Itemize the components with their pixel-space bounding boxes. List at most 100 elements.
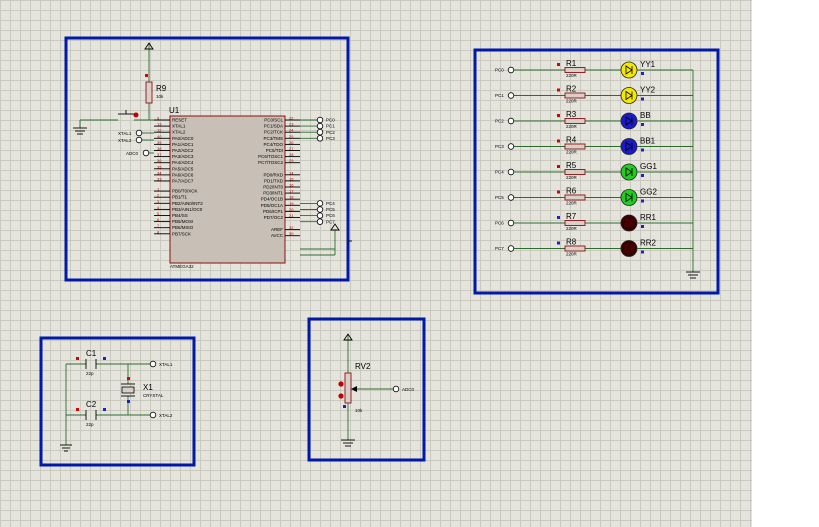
mcu-pin-number: 8 xyxy=(157,229,160,234)
terminal-pc2[interactable]: PC2 xyxy=(300,128,335,136)
led-row-led[interactable] xyxy=(620,61,638,79)
led-row-resistor[interactable] xyxy=(564,220,586,226)
led-row-resistor[interactable] xyxy=(564,245,586,252)
led-row-resistor-ref: R6 xyxy=(566,187,577,196)
crystal-x1[interactable] xyxy=(121,377,135,403)
terminal-pc7[interactable]: PC7 xyxy=(300,218,335,225)
led-row-resistor-ref: R7 xyxy=(566,212,577,221)
mcu-pin-number: 19 xyxy=(289,201,294,206)
led-row-resistor[interactable] xyxy=(564,92,586,99)
mcu-chip[interactable] xyxy=(169,115,286,264)
led-row-terminal[interactable] xyxy=(507,194,515,201)
led-row-led[interactable] xyxy=(620,112,638,130)
capacitor-c1[interactable] xyxy=(76,357,106,369)
terminal-pc5[interactable]: PC5 xyxy=(300,206,335,213)
terminal-xtal2[interactable]: XTAL2 xyxy=(118,136,154,144)
terminal-label: PC3 xyxy=(326,136,335,141)
potentiometer-rv2[interactable] xyxy=(338,372,393,408)
led-row-resistor-value: 220R xyxy=(566,226,578,231)
mcu-pin-number: 20 xyxy=(289,207,294,212)
mcu-pin-number: 22 xyxy=(289,116,294,121)
led-row-led[interactable] xyxy=(620,214,638,232)
mcu-pin-name: PA6/ADC6 xyxy=(172,172,194,177)
led-row-terminal[interactable] xyxy=(507,92,515,99)
led-row-led[interactable] xyxy=(620,138,638,155)
mcu-pin-name: PC6/TOSC1 xyxy=(258,154,283,159)
mcu-pin-number: 38 xyxy=(157,146,162,151)
led-row-resistor[interactable] xyxy=(564,118,586,124)
terminal-pc1[interactable]: PC1 xyxy=(300,122,335,130)
capacitor-c2[interactable] xyxy=(76,408,106,420)
mcu-pin-name: PD3/INT1 xyxy=(263,191,283,196)
led-row-resistor-value: 220R xyxy=(566,99,578,104)
mcu-pin-number: 2 xyxy=(157,193,160,198)
mcu-pin-name: PA7/ADC7 xyxy=(172,179,194,184)
mcu-pin-name: PB2/AIN0/INT2 xyxy=(172,201,203,206)
led-row-terminal[interactable] xyxy=(507,168,515,176)
mcu-pin-name: PD6/ICP1 xyxy=(263,209,284,214)
mcu-pin-name: PA4/ADC4 xyxy=(172,160,194,165)
led-row-resistor[interactable] xyxy=(564,67,586,73)
mcu-pin-name: PA2/ADC2 xyxy=(172,148,194,153)
led-row-led[interactable] xyxy=(620,189,638,206)
crystal-wiring xyxy=(60,363,150,452)
terminal-crystal-xtal1[interactable]: XTAL1 xyxy=(149,360,173,368)
mcu-pin-number: 4 xyxy=(157,205,160,210)
led-row-port-label: PC0 xyxy=(495,68,504,73)
led-pin-marker xyxy=(641,72,644,75)
led-row-terminal[interactable] xyxy=(507,117,515,125)
resistor-pin-marker xyxy=(557,114,560,117)
resistor-pin-marker xyxy=(557,165,560,168)
mcu-pin-number: 33 xyxy=(157,177,162,182)
mcu-pin-number: 32 xyxy=(289,225,294,230)
terminal-label: PC5 xyxy=(326,207,335,212)
led-row-terminal[interactable] xyxy=(507,143,515,150)
led-row-resistor-ref: R1 xyxy=(566,59,577,68)
mcu-pin-name: PB3/AIN1/OC0 xyxy=(172,207,203,212)
mcu-pin-number: 40 xyxy=(157,134,162,139)
led-row-port-label: PC7 xyxy=(495,246,504,251)
terminal-pc4[interactable]: PC4 xyxy=(300,200,335,207)
led-row-led[interactable] xyxy=(620,240,638,257)
x1-ref-label: X1 xyxy=(143,383,153,392)
led-row-terminal[interactable] xyxy=(507,219,515,227)
terminal-label: PC7 xyxy=(326,219,335,224)
rv2-value-label: 10k xyxy=(355,408,363,413)
terminal-crystal-xtal1-label: XTAL1 xyxy=(159,362,173,367)
resistor-r9[interactable] xyxy=(145,81,153,104)
terminal-crystal-xtal2-label: XTAL2 xyxy=(159,413,173,418)
terminal-xtal1[interactable]: XTAL1 xyxy=(118,129,154,137)
led-row-resistor-ref: R5 xyxy=(566,161,577,170)
mcu-pin-name: PC1/SDA xyxy=(264,124,283,129)
mcu-pin-name: PA1/ADC1 xyxy=(172,142,194,147)
terminal-pc6[interactable]: PC6 xyxy=(300,212,335,219)
mcu-pin-number: 25 xyxy=(289,134,294,139)
mcu-pin-name: PD1/TXD xyxy=(264,178,284,183)
mcu-pin-name: AREF xyxy=(271,227,283,232)
led-row-resistor[interactable] xyxy=(564,194,586,201)
led-row-led[interactable] xyxy=(620,163,638,181)
terminal-pc3[interactable]: PC3 xyxy=(300,135,335,142)
reset-power-arrow xyxy=(144,42,154,82)
led-row-resistor[interactable] xyxy=(564,143,586,150)
led-row-terminal[interactable] xyxy=(507,66,515,74)
led-row-resistor[interactable] xyxy=(564,169,586,175)
terminal-crystal-xtal2[interactable]: XTAL2 xyxy=(149,411,173,419)
terminal-pc0[interactable]: PC0 xyxy=(300,116,335,124)
led-row-terminal[interactable] xyxy=(507,245,515,252)
led-row-led[interactable] xyxy=(620,87,638,104)
mcu-pin-number: 24 xyxy=(289,128,294,133)
mcu-pin-number: 9 xyxy=(157,116,160,121)
terminal-pot-adc0[interactable]: ADC0 xyxy=(392,385,415,393)
led-row-led-ref: YY2 xyxy=(640,86,656,95)
mcu-pin-number: 23 xyxy=(289,122,294,127)
terminal-adc0[interactable]: ADC0 xyxy=(126,149,154,157)
